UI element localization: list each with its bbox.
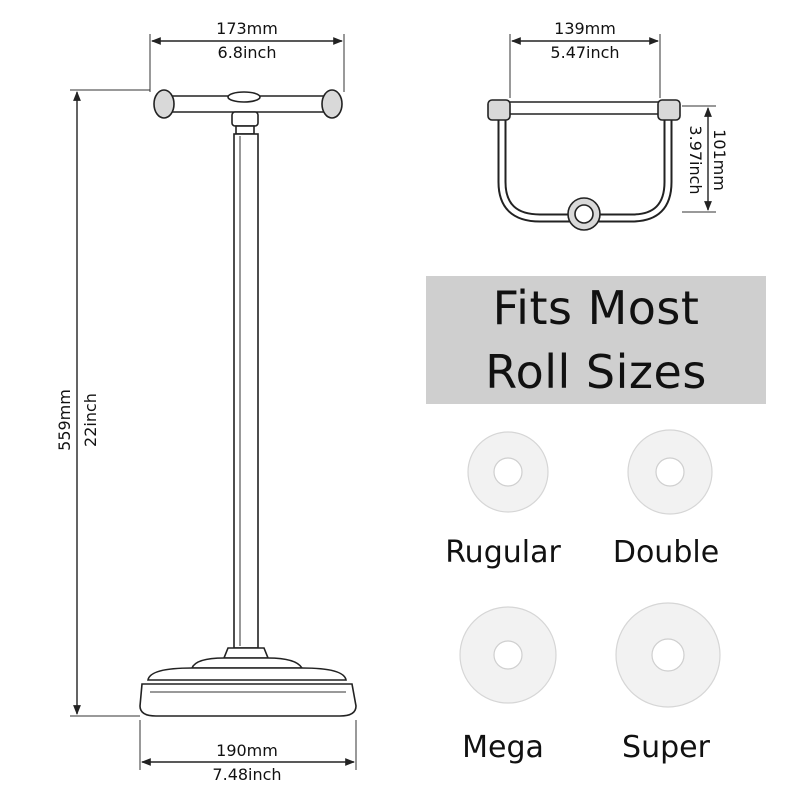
holder-top-view	[487, 99, 681, 231]
base-width-mm: 190mm	[216, 741, 278, 760]
height-dimension: 559mm 22inch	[55, 89, 150, 717]
top-width-mm: 139mm	[554, 19, 616, 38]
top-depth-mm: 101mm	[710, 129, 729, 191]
arm-center-cap	[227, 91, 261, 103]
arm-width-mm: 173mm	[216, 19, 278, 38]
roll-mega	[459, 606, 557, 704]
roll-label-mega: Mega	[462, 730, 544, 765]
height-mm: 559mm	[55, 389, 74, 451]
top-width-inch: 5.47inch	[550, 43, 619, 62]
roll-super	[615, 602, 721, 708]
arm-width-inch: 6.8inch	[218, 43, 277, 62]
top-view-bar	[495, 101, 677, 115]
base-plate	[139, 683, 357, 717]
stem	[233, 133, 259, 649]
base-dome	[190, 657, 304, 669]
base-shoulder	[147, 667, 347, 681]
roll-double	[627, 429, 713, 515]
arm-end-cap-left	[153, 89, 175, 119]
base-width-inch: 7.48inch	[212, 765, 281, 784]
fits-most-banner: Fits Most Roll Sizes	[426, 276, 766, 404]
banner-line-1: Fits Most	[492, 281, 700, 335]
roll-regular	[467, 431, 549, 513]
top-view-cap-left	[487, 99, 511, 121]
banner-line-2: Roll Sizes	[485, 345, 707, 399]
base-width-dimension: 190mm 7.48inch	[139, 720, 357, 784]
holder-side-view	[139, 89, 357, 717]
stem-collar-lower	[235, 125, 255, 135]
roll-label-regular: Rugular	[445, 535, 561, 570]
roll-label-double: Double	[612, 535, 720, 570]
base-collar	[222, 647, 270, 659]
roll-label-super: Super	[622, 730, 710, 765]
top-depth-dimension: 101mm 3.97inch	[682, 105, 729, 213]
top-depth-inch: 3.97inch	[686, 125, 705, 194]
stem-collar	[231, 111, 259, 127]
top-view-cap-right	[657, 99, 681, 121]
arm-end-cap-right	[321, 89, 343, 119]
height-inch: 22inch	[81, 393, 100, 447]
arm-width-dimension: 173mm 6.8inch	[149, 19, 345, 92]
top-width-dimension: 139mm 5.47inch	[509, 19, 661, 98]
